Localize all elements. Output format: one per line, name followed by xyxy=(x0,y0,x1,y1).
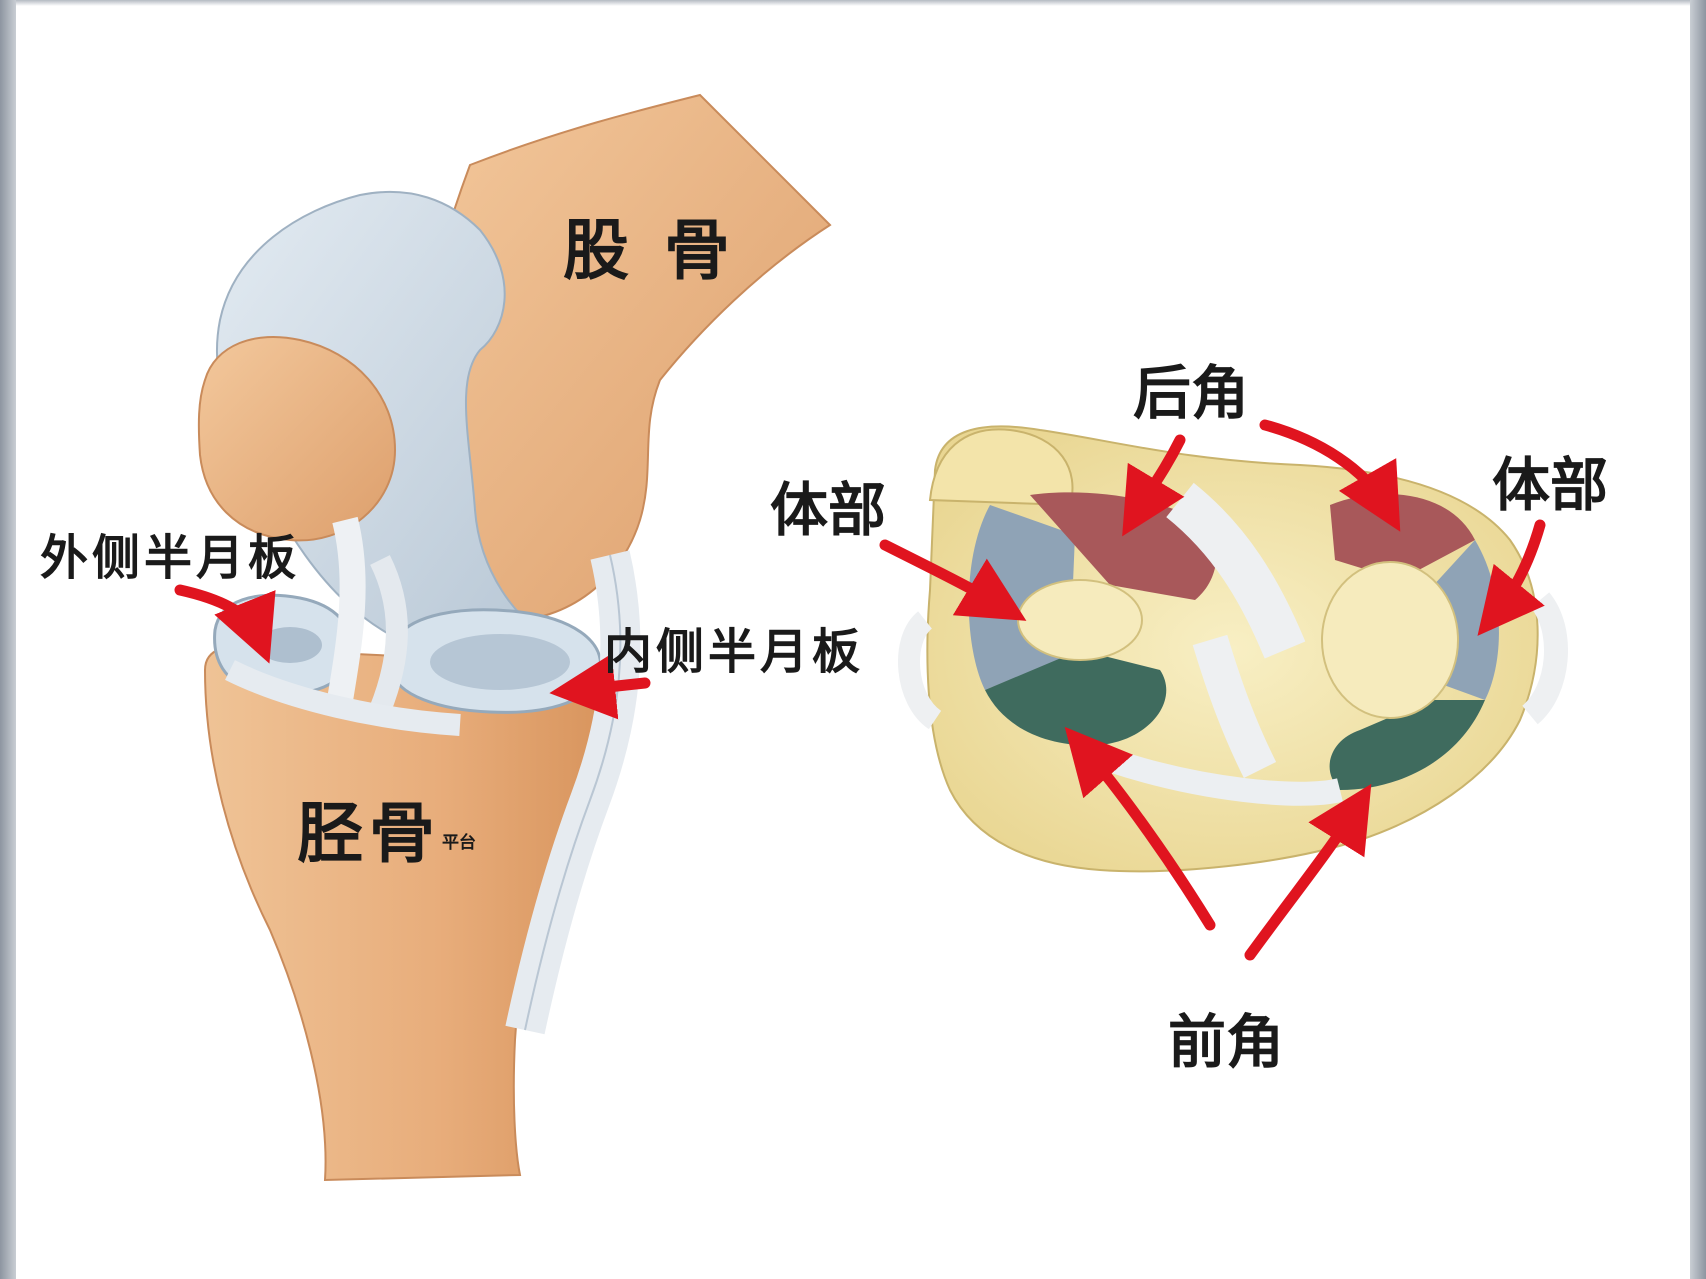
cruciate-ligament xyxy=(327,516,366,703)
medial-meniscus-label: 内侧半月板 xyxy=(604,624,865,680)
tibia-sublabel: 平台 xyxy=(442,833,476,853)
capsule-edge-right xyxy=(1521,592,1568,725)
body-right-label: 体部 xyxy=(1492,451,1609,519)
arrow-anterior-horn-left xyxy=(1064,726,1216,931)
patella-bone xyxy=(197,336,397,542)
femur-label: 股 骨 xyxy=(563,212,736,289)
arrow-posterior-horn-right xyxy=(1259,419,1401,532)
arrow-lateral-meniscus xyxy=(174,584,276,664)
medial-meniscus-center xyxy=(1321,561,1459,719)
arrow-anterior-horn-right xyxy=(1244,783,1372,961)
tibia-label: 胫骨 xyxy=(297,795,441,872)
anterior-horn-label: 前角 xyxy=(1168,1008,1285,1076)
bone-bump xyxy=(928,428,1074,507)
posterior-horn-label: 后角 xyxy=(1133,359,1250,427)
medial-meniscus-hole xyxy=(430,634,570,690)
lateral-meniscus-label: 外侧半月板 xyxy=(40,530,301,586)
annotation-arrows xyxy=(174,419,1546,961)
lateral-meniscus-center xyxy=(1017,579,1143,661)
right-frame-edge xyxy=(1690,0,1706,1279)
lateral-anterior-zone xyxy=(985,650,1167,746)
cruciate-ligament-2 xyxy=(369,555,408,715)
arrow-body-right xyxy=(1477,519,1546,636)
left-frame-edge xyxy=(0,0,16,1279)
meniscus-top-view xyxy=(898,425,1568,873)
capsule-edge-left xyxy=(898,611,942,730)
body-left-label: 体部 xyxy=(770,476,887,544)
lateral-meniscus-hole xyxy=(258,627,322,663)
knee-joint-drawing xyxy=(197,93,832,1182)
arrow-body-left xyxy=(879,539,1027,621)
cruciate-ligament-top-2 xyxy=(1192,634,1277,779)
patellar-tendon xyxy=(225,660,461,736)
top-frame-edge xyxy=(0,0,1706,6)
cruciate-ligament-top xyxy=(1166,482,1306,659)
arrow-posterior-horn-left xyxy=(1122,434,1186,537)
arrow-medial-meniscus xyxy=(549,653,651,720)
medial-anterior-zone xyxy=(1329,700,1485,790)
